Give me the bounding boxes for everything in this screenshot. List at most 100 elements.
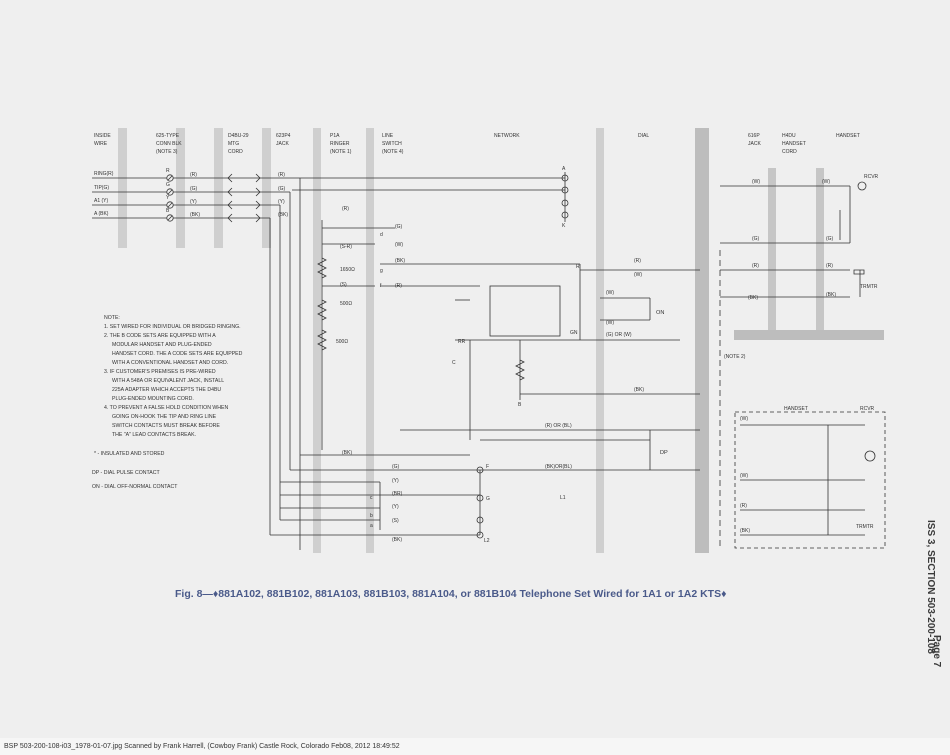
- note-line-4: HANDSET CORD. THE A CODE SETS ARE EQUIPP…: [112, 351, 243, 357]
- hdr-mtg-cord-1: D4BU-29: [228, 133, 249, 139]
- lbl-cy: (Y): [190, 199, 197, 205]
- hdr-inside-wire-2: WIRE: [94, 141, 108, 147]
- lbl-g1: G: [166, 182, 170, 188]
- hdr-network: NETWORK: [494, 133, 520, 139]
- handset2-labels: HANDSET RCVR (W) (W) (R) (BK) TRMTR: [740, 406, 875, 534]
- note-line-1: 1. SET WIRED FOR INDIVIDUAL OR BRIDGED R…: [104, 324, 241, 330]
- lbl-net-w2: (W): [606, 290, 614, 296]
- note-line-6: 3. IF CUSTOMER'S PREMISES IS PRE-WIRED: [104, 369, 216, 375]
- lbl-jbk: (BK): [278, 212, 288, 218]
- lbl-ringer-d: d: [380, 232, 383, 238]
- hdr-switch-3: (NOTE 4): [382, 149, 404, 155]
- lbl-cbk: (BK): [190, 212, 200, 218]
- lbl-jr: (R): [278, 172, 285, 178]
- lbl-sw-s: (S): [392, 518, 399, 524]
- lbl-sw-br: (BR): [392, 491, 403, 497]
- lbl-ringer-bk: (BK): [395, 258, 405, 264]
- hdr-conn-blk-1: 625-TYPE: [156, 133, 180, 139]
- wiring-diagram: INSIDE WIRE 625-TYPE CONN BLK (NOTE 3) D…: [92, 128, 886, 553]
- hdr-hs-cord-3: CORD: [782, 149, 797, 155]
- hdr-ringer-3: (NOTE 1): [330, 149, 352, 155]
- lbl-hs2-w1: (W): [740, 416, 748, 422]
- lbl-cg: (G): [190, 186, 198, 192]
- handset1-labels: (W) (W) (G) (G) (R) (R) (BK) (BK) RCVR T…: [748, 174, 879, 301]
- scanned-page: INSIDE WIRE 625-TYPE CONN BLK (NOTE 3) D…: [92, 128, 886, 553]
- lbl-net-f: F: [486, 464, 489, 470]
- lbl-hs2-rcvr: RCVR: [860, 406, 875, 412]
- hdr-ringer-1: P1A: [330, 133, 340, 139]
- lbl-hs1-rcvr: RCVR: [864, 174, 879, 180]
- lbl-b1: B: [166, 208, 170, 214]
- lbl-hs1-g1: (G): [752, 236, 760, 242]
- section-label: ISS 3, SECTION 503-200-108: [925, 520, 936, 654]
- lbl-hs1-r2: (R): [826, 263, 833, 269]
- lbl-ringer-sr: (S-R): [340, 244, 352, 250]
- lbl-hs1-r1: (R): [752, 263, 759, 269]
- lbl-cr: (R): [190, 172, 197, 178]
- lbl-hs1-w1: (W): [752, 179, 760, 185]
- lbl-a1: A1 (Y): [94, 198, 109, 204]
- note-line-7: WITH A 548A OR EQUIVALENT JACK, INSTALL: [112, 378, 224, 384]
- lbl-hs2-title: HANDSET: [784, 406, 808, 412]
- lbl-sw-g: (G): [392, 464, 400, 470]
- lbl-hs1-g2: (G): [826, 236, 834, 242]
- lbl-sw-c: c: [370, 495, 373, 501]
- lbl-a: A (BK): [94, 211, 109, 217]
- hdr-conn-blk-2: CONN BLK: [156, 141, 182, 147]
- lbl-net-k: K: [562, 223, 566, 229]
- hdr-ringer-2: RINGER: [330, 141, 350, 147]
- network-labels: A K R RR C B GN (R) (W) (W) (W) ON (G) O…: [452, 166, 746, 544]
- lbl-ringer-bk2: (BK): [342, 450, 352, 456]
- lbl-jy: (Y): [278, 199, 285, 205]
- lbl-jg: (G): [278, 186, 286, 192]
- lbl-hs1-trmtr: TRMTR: [860, 284, 878, 290]
- note-dp: DP - DIAL PULSE CONTACT: [92, 470, 160, 476]
- hdr-inside-wire-1: INSIDE: [94, 133, 111, 139]
- hdr-jack-1: 623P4: [276, 133, 291, 139]
- column-headers: INSIDE WIRE 625-TYPE CONN BLK (NOTE 3) D…: [94, 133, 860, 155]
- lbl-ring: RING(R): [94, 171, 114, 177]
- lbl-net-w1: (W): [634, 272, 642, 278]
- scan-footer: BSP 503-200-108-i03_1978-01-07.jpg Scann…: [0, 738, 950, 755]
- notes-block: NOTE: 1. SET WIRED FOR INDIVIDUAL OR BRI…: [92, 315, 243, 490]
- hdr-conn-blk-3: (NOTE 3): [156, 149, 178, 155]
- lbl-net-l2: L2: [484, 538, 490, 544]
- hdr-switch-1: LINE: [382, 133, 394, 139]
- hdr-jack-2: JACK: [276, 141, 289, 147]
- lbl-net-bk-or-bl: (BK)OR(BL): [545, 464, 572, 470]
- hdr-mtg-cord-3: CORD: [228, 149, 243, 155]
- wire-labels: RING(R) TIP(G) A1 (Y) A (BK) R G Y B (R)…: [94, 168, 288, 218]
- lbl-ringer-s: (S): [340, 282, 347, 288]
- lbl-net-rr: RR: [458, 339, 466, 345]
- lbl-hs1-w2: (W): [822, 179, 830, 185]
- switch-labels: (G) (Y) (BR) (Y) (S) (BK) c b a: [370, 464, 403, 543]
- lbl-sw-a: a: [370, 523, 373, 529]
- note-line-12: SWITCH CONTACTS MUST BREAK BEFORE: [112, 423, 220, 429]
- lbl-net-g-or-w: (G) OR (W): [606, 332, 632, 338]
- note-line-8: 225A ADAPTER WHICH ACCEPTS THE D4BU: [112, 387, 221, 393]
- hdr-hs-jack-1: 616P: [748, 133, 760, 139]
- lbl-net-l1: L1: [560, 495, 566, 501]
- note-line-11: GOING ON-HOOK THE TIP AND RING LINE: [112, 414, 217, 420]
- note-line-9: PLUG-ENDED MOUNTING CORD.: [112, 396, 194, 402]
- lbl-hs2-trmtr: TRMTR: [856, 524, 874, 530]
- lbl-res500b: 500Ω: [336, 339, 348, 345]
- lbl-hs1-bk2: (BK): [826, 292, 836, 298]
- ringer-labels: (R) (G) (S-R) (W) (BK) 1650Ω (S) (R) 500…: [336, 206, 405, 456]
- figure-caption: Fig. 8—♦881A102, 881B102, 881A103, 881B1…: [175, 588, 727, 600]
- input-wires: [92, 172, 886, 550]
- lbl-ringer-w: (W): [395, 242, 403, 248]
- lbl-sw-b: b: [370, 513, 373, 519]
- lbl-hs2-w2: (W): [740, 473, 748, 479]
- page-label: Page 7: [931, 635, 942, 668]
- lbl-ringer-g: (G): [395, 224, 403, 230]
- note-line-13: THE "A" LEAD CONTACTS BREAK.: [112, 432, 196, 438]
- hdr-hs-jack-2: JACK: [748, 141, 761, 147]
- notes-title: NOTE:: [104, 315, 120, 321]
- lbl-net-g: G: [486, 496, 490, 502]
- lbl-ringer-r: (R): [342, 206, 349, 212]
- note-line-3: MODULAR HANDSET AND PLUG-ENDED: [112, 342, 212, 348]
- lbl-net-r2: (R): [634, 258, 641, 264]
- lbl-y1: Y: [166, 195, 170, 201]
- lbl-net-gn: GN: [570, 330, 578, 336]
